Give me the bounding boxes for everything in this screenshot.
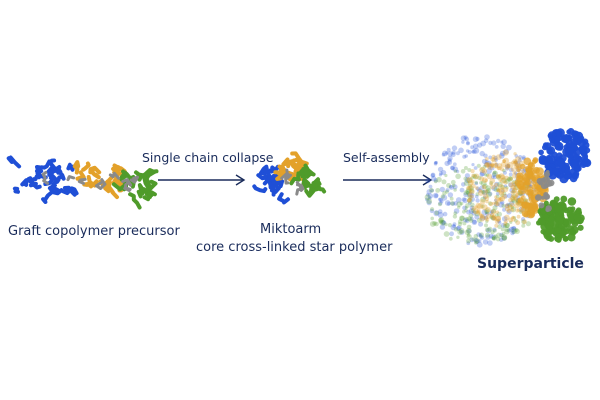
arrow-self-assembly bbox=[343, 174, 433, 186]
stage-label-superparticle: Superparticle bbox=[477, 256, 584, 272]
arrow-label-single-chain-collapse: Single chain collapse bbox=[142, 150, 274, 165]
superparticle-cloud bbox=[424, 128, 592, 248]
miktoarm-star-molecule bbox=[252, 151, 327, 205]
stage-label-miktoarm-line2: core cross-linked star polymer bbox=[196, 240, 393, 255]
stage-label-miktoarm-line1: Miktoarm bbox=[260, 222, 322, 237]
stage-label-graft-copolymer: Graft copolymer precursor bbox=[8, 224, 180, 239]
arrow-single-chain-collapse bbox=[158, 174, 246, 186]
graft-copolymer-molecule bbox=[6, 155, 159, 210]
arrow-label-self-assembly: Self-assembly bbox=[343, 150, 430, 165]
